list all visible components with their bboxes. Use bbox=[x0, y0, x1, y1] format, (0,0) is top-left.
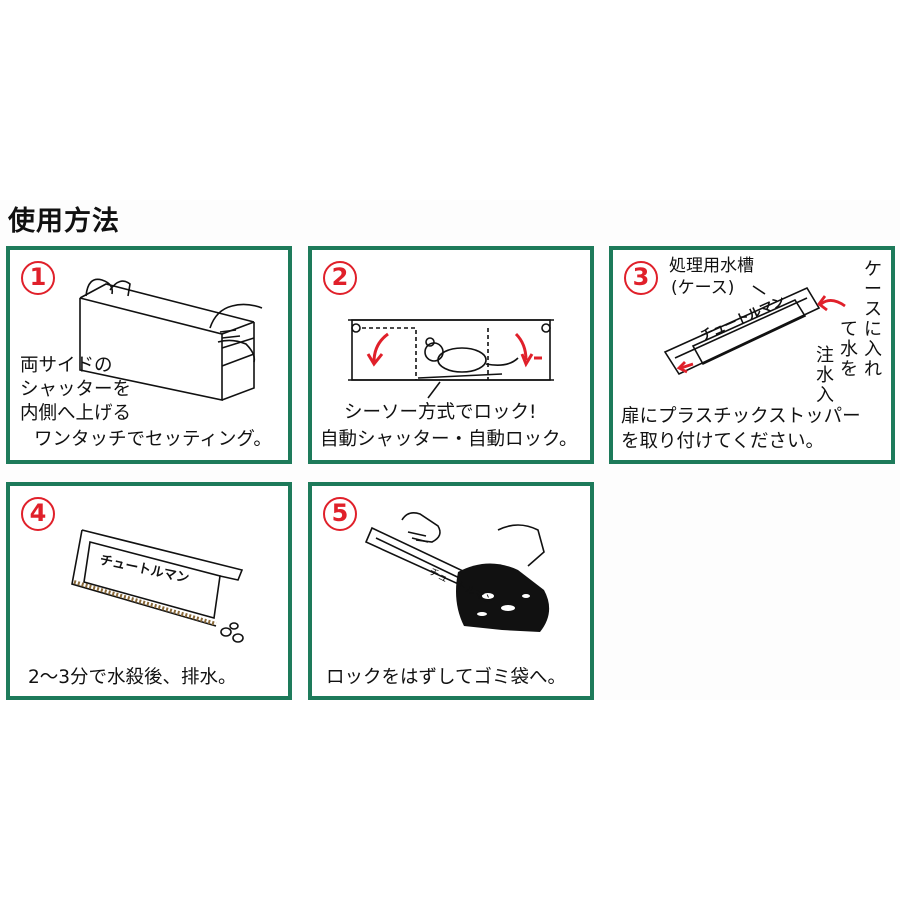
step-panel-4: 4 チュートルマン 2〜3分で水殺後、排水。 bbox=[6, 482, 292, 700]
step-3-side-column-3: 注 水 入 bbox=[816, 345, 834, 406]
step-3-side-column-2: て 水 を bbox=[840, 319, 858, 380]
step-3-caption-line-2: を取り付けてください。 bbox=[621, 431, 824, 452]
step-number-2: 2 bbox=[323, 261, 357, 295]
page-title: 使用方法 bbox=[8, 206, 120, 237]
step-1-caption-line-1: 両サイドの bbox=[20, 355, 113, 376]
step-number-3: 3 bbox=[624, 261, 658, 295]
step-3-side-column-1: ケ ー ス に 入 れ bbox=[864, 259, 882, 380]
step-2-caption-line-1: シーソー方式でロック! bbox=[344, 402, 537, 423]
step-1-caption-line-2: シャッターを bbox=[20, 379, 132, 400]
step-3-tank-label-2: (ケース) bbox=[671, 278, 735, 298]
step-panel-2: 2 シーソー方式でロック! 自動シャッター・自動ロック。 bbox=[308, 246, 594, 464]
step-1-caption-line-4: ワンタッチでセッティング。 bbox=[34, 429, 272, 450]
stopper-attach-illustration bbox=[663, 285, 846, 376]
step-panel-5: 5 チュートルマン ロックをはずしてゴミ袋へ。 bbox=[308, 482, 594, 700]
step-4-caption-line-1: 2〜3分で水殺後、排水。 bbox=[28, 667, 237, 688]
step-5-caption-line-1: ロックをはずしてゴミ袋へ。 bbox=[326, 667, 566, 688]
step-number-4: 4 bbox=[21, 497, 55, 531]
dispose-trash-illustration bbox=[364, 512, 550, 632]
seesaw-lock-illustration bbox=[348, 319, 554, 399]
step-2-caption-line-2: 自動シャッター・自動ロック。 bbox=[320, 429, 578, 450]
drain-water-illustration bbox=[71, 529, 244, 643]
step-1-caption-line-3: 内側へ上げる bbox=[20, 403, 132, 424]
step-panel-1: 1 両サイドの シャッターを 内側へ上げる ワンタッチでセッティング。 bbox=[6, 246, 292, 464]
step-3-tank-label-1: 処理用水槽 bbox=[669, 256, 754, 276]
step-3-caption-line-1: 扉にプラスチックストッパー bbox=[621, 406, 861, 427]
step-number-5: 5 bbox=[323, 497, 357, 531]
step-panel-3: 3 処理用水槽 (ケース) チュートルマン ケ ー ス に 入 れ て 水 を … bbox=[609, 246, 895, 464]
step-number-1: 1 bbox=[21, 261, 55, 295]
trap-setup-illustration bbox=[79, 278, 263, 401]
